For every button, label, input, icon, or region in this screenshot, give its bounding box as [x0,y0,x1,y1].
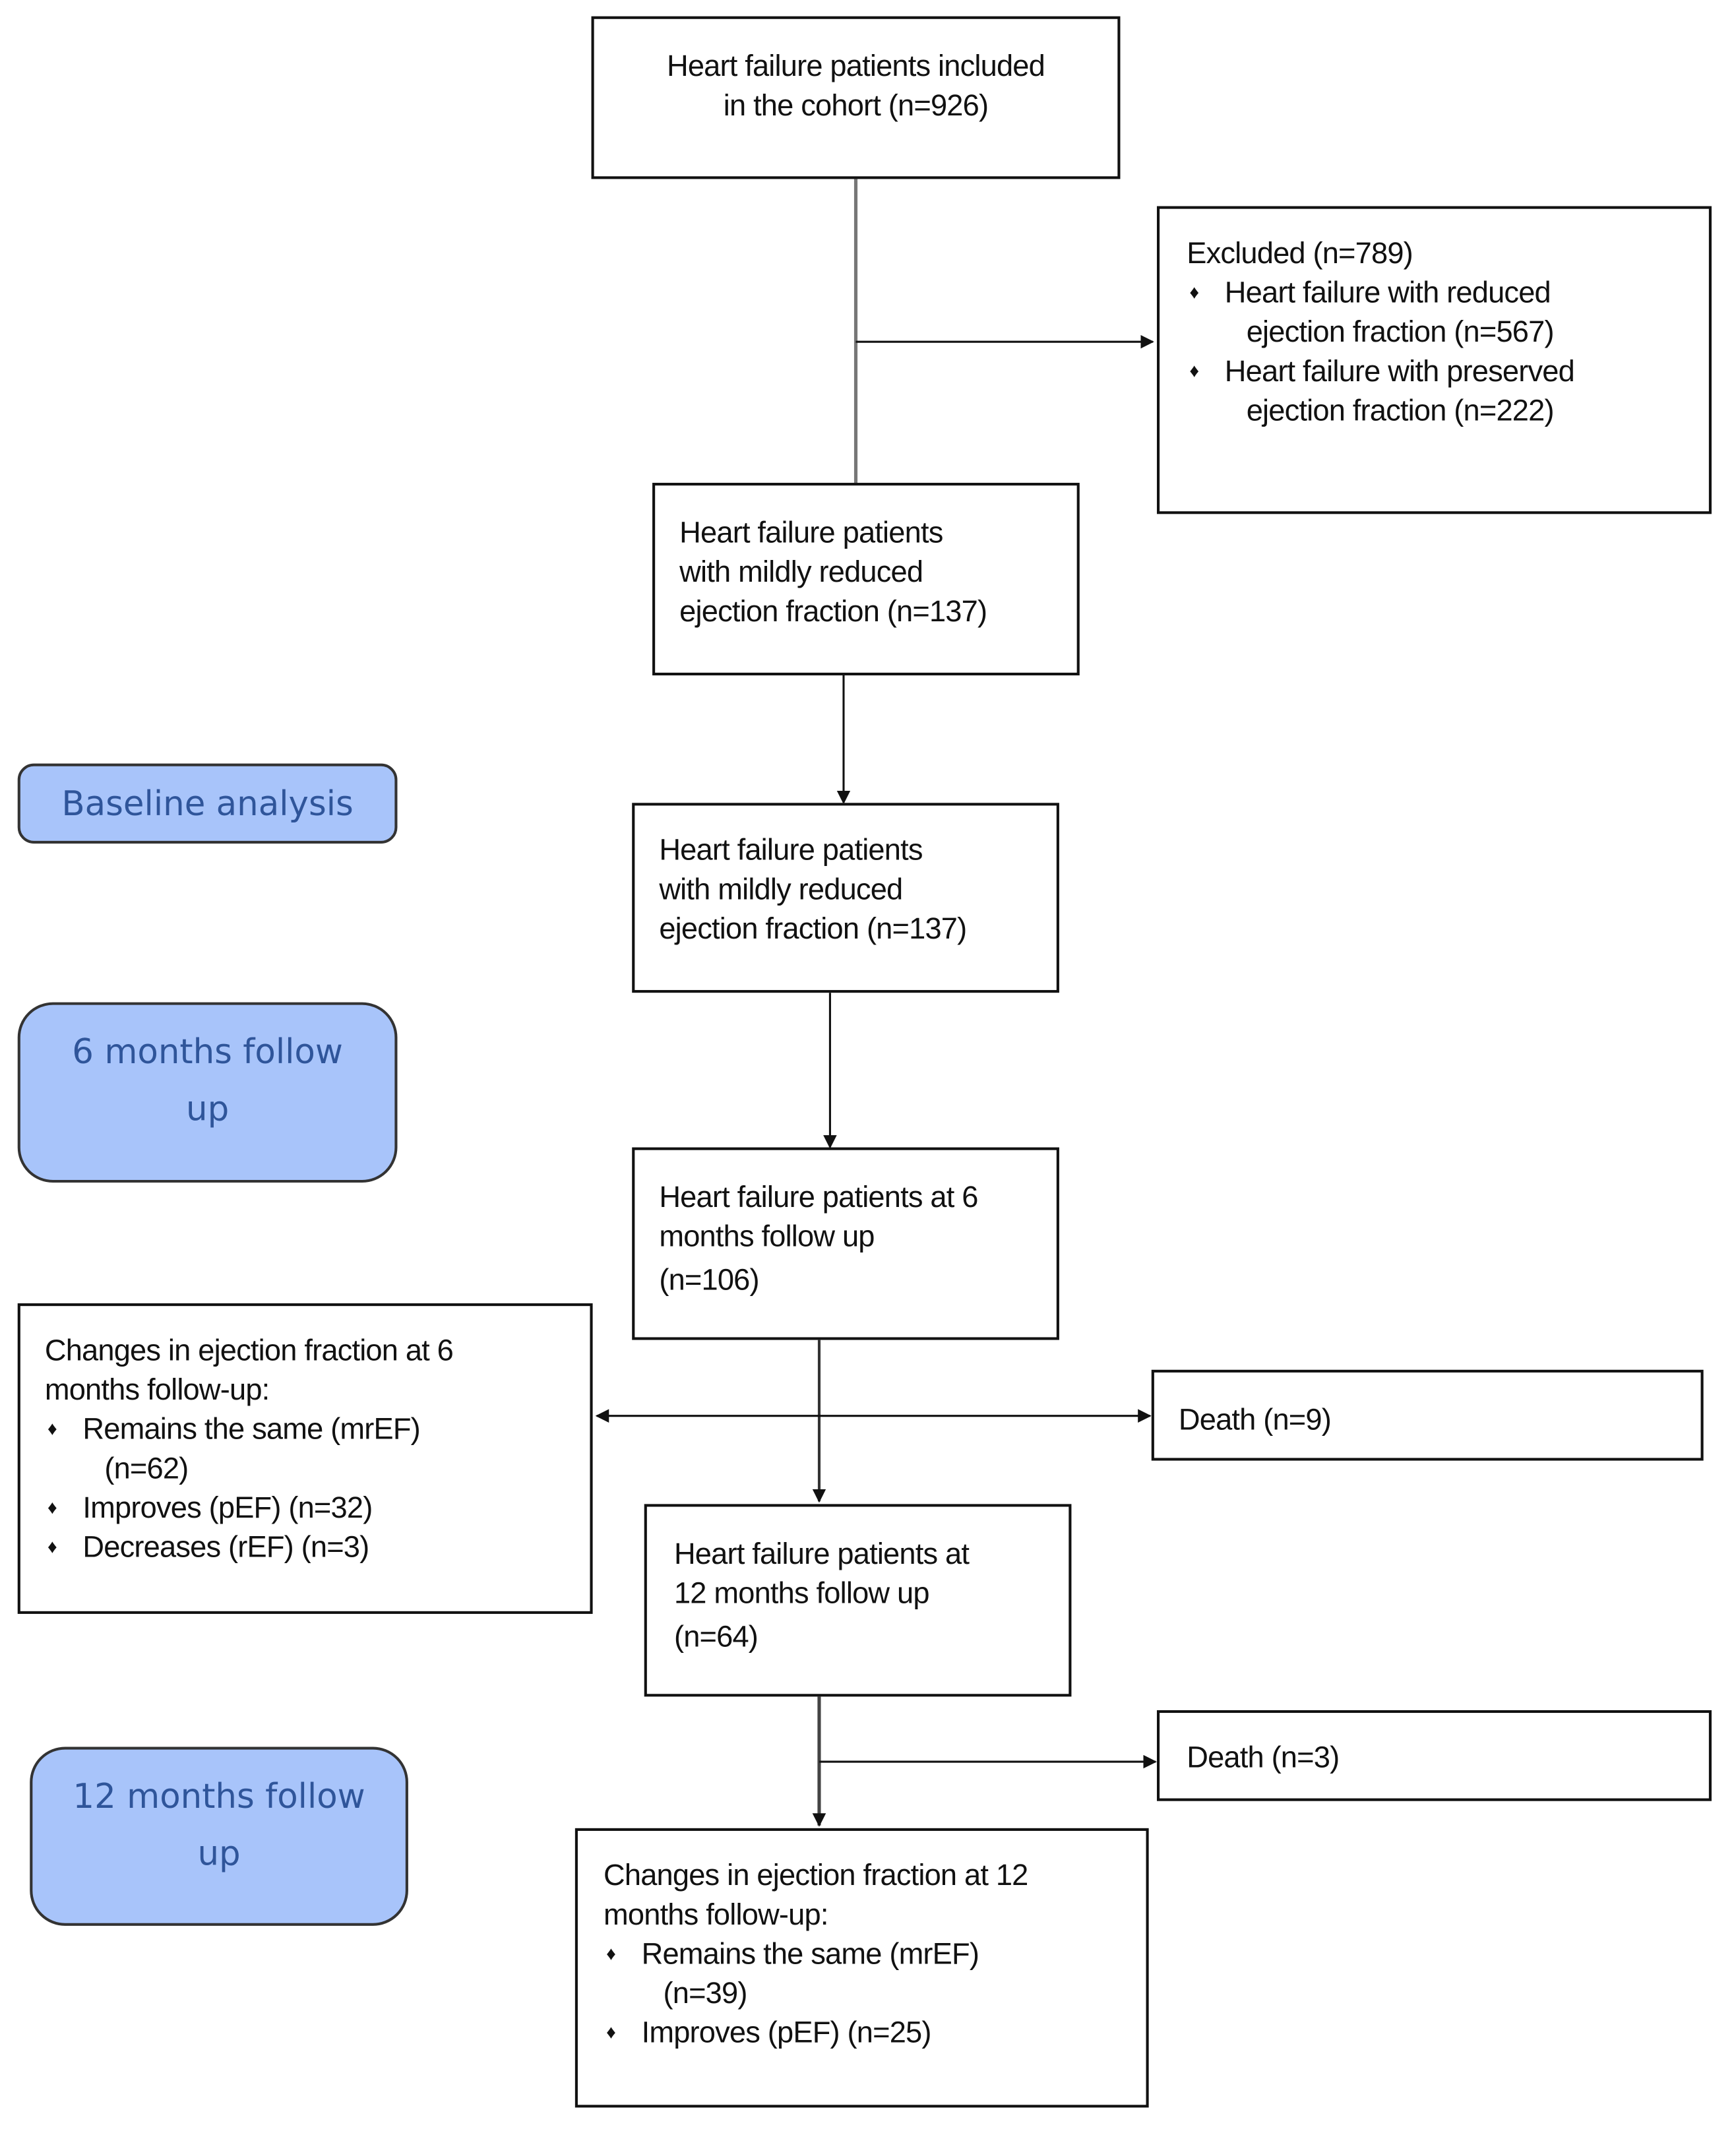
mildly-reduced-box-2: Heart failure patients with mildly reduc… [632,803,1059,993]
box-line: months follow-up: [604,1897,828,1932]
change-item: Decreases (rEF) (n=3) [45,1527,590,1566]
excluded-item: Heart failure with preserved [1187,352,1709,391]
stage-label-text: 12 months follow [73,1776,365,1816]
box-line: with mildly reduced [679,555,923,589]
excluded-item-cont: ejection fraction (n=567) [1246,315,1555,349]
box-line: with mildly reduced [659,872,903,906]
change-item: Remains the same (mrEF) [604,1934,1146,1973]
stage-label-text: up [197,1834,241,1873]
stage-label-six-months: 6 months follow up [17,1002,398,1183]
stage-label-twelve-months: 12 months follow up [30,1747,408,1926]
changes-6-box: Changes in ejection fraction at 6 months… [17,1303,593,1614]
change-item: Improves (pEF) (n=32) [45,1488,590,1528]
stage-label-baseline: Baseline analysis [17,763,398,844]
cohort-line: in the cohort (n=926) [723,88,989,123]
change-item: Improves (pEF) (n=25) [604,2012,1146,2052]
death-6-box: Death (n=9) [1151,1369,1704,1461]
box-line: Heart failure patients [679,515,943,549]
excluded-item: Heart failure with reduced [1187,272,1709,312]
box-line: (n=64) [673,1619,759,1654]
changes-12-box: Changes in ejection fraction at 12 month… [574,1828,1149,2108]
box-line: months follow up [659,1219,875,1253]
box-line: 12 months follow up [673,1576,930,1610]
change-item-cont: (n=62) [104,1451,189,1485]
box-line: Changes in ejection fraction at 6 [44,1333,454,1367]
death-text: Death (n=3) [1187,1740,1340,1774]
stage-label-text: 6 months follow [72,1032,343,1072]
mildly-reduced-box-1: Heart failure patients with mildly reduc… [652,483,1080,676]
twelve-months-box: Heart failure patients at 12 months foll… [644,1504,1072,1697]
change-item-cont: (n=39) [663,1975,748,2010]
box-line: ejection fraction (n=137) [659,911,967,946]
box-line: Changes in ejection fraction at 12 [604,1858,1028,1892]
stage-label-text: up [185,1089,230,1128]
box-line: Heart failure patients at [673,1536,970,1571]
stage-label-text: Baseline analysis [61,783,354,823]
six-months-box: Heart failure patients at 6 months follo… [632,1147,1059,1340]
death-12-box: Death (n=3) [1156,1710,1712,1801]
box-line: (n=106) [659,1262,759,1297]
death-text: Death (n=9) [1178,1402,1332,1437]
change-item: Remains the same (mrEF) [45,1409,590,1448]
excluded-box: Excluded (n=789) Heart failure with redu… [1156,206,1712,514]
cohort-line: Heart failure patients included [666,49,1045,83]
cohort-box: Heart failure patients included in the c… [591,16,1121,179]
box-line: Heart failure patients [659,832,923,867]
box-line: Heart failure patients at 6 [659,1179,978,1214]
box-line: months follow-up: [44,1372,270,1407]
excluded-item-cont: ejection fraction (n=222) [1246,393,1555,427]
excluded-title: Excluded (n=789) [1187,235,1413,270]
box-line: ejection fraction (n=137) [679,594,987,629]
